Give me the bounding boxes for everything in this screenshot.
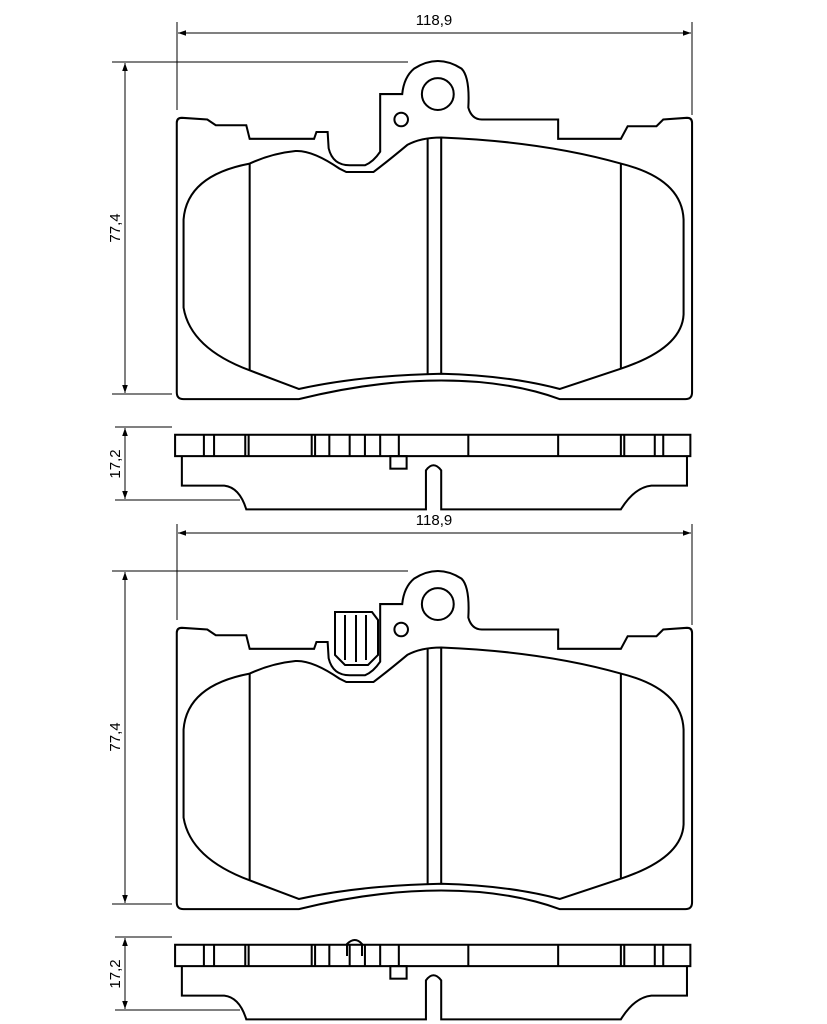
brake-pad-front-view-2 — [175, 570, 694, 911]
brake-pad-side-view-1 — [174, 433, 692, 511]
brake-pad-front-view-1 — [175, 60, 694, 401]
width-label: 118,9 — [416, 512, 452, 529]
height-label: 77,4 — [107, 213, 124, 242]
wear-sensor-side — [346, 939, 363, 956]
height-label: 77,4 — [107, 722, 124, 751]
wear-sensor-clip — [334, 611, 379, 666]
dimensions-2: 118,9 77,4 17,2 — [107, 512, 693, 1011]
dimensions-1: 118,9 77,4 17,2 — [107, 12, 693, 501]
brake-pad-side-view-2 — [174, 939, 692, 1021]
thickness-label: 17,2 — [107, 959, 124, 988]
thickness-label: 17,2 — [107, 449, 124, 478]
width-label: 118,9 — [416, 12, 452, 29]
